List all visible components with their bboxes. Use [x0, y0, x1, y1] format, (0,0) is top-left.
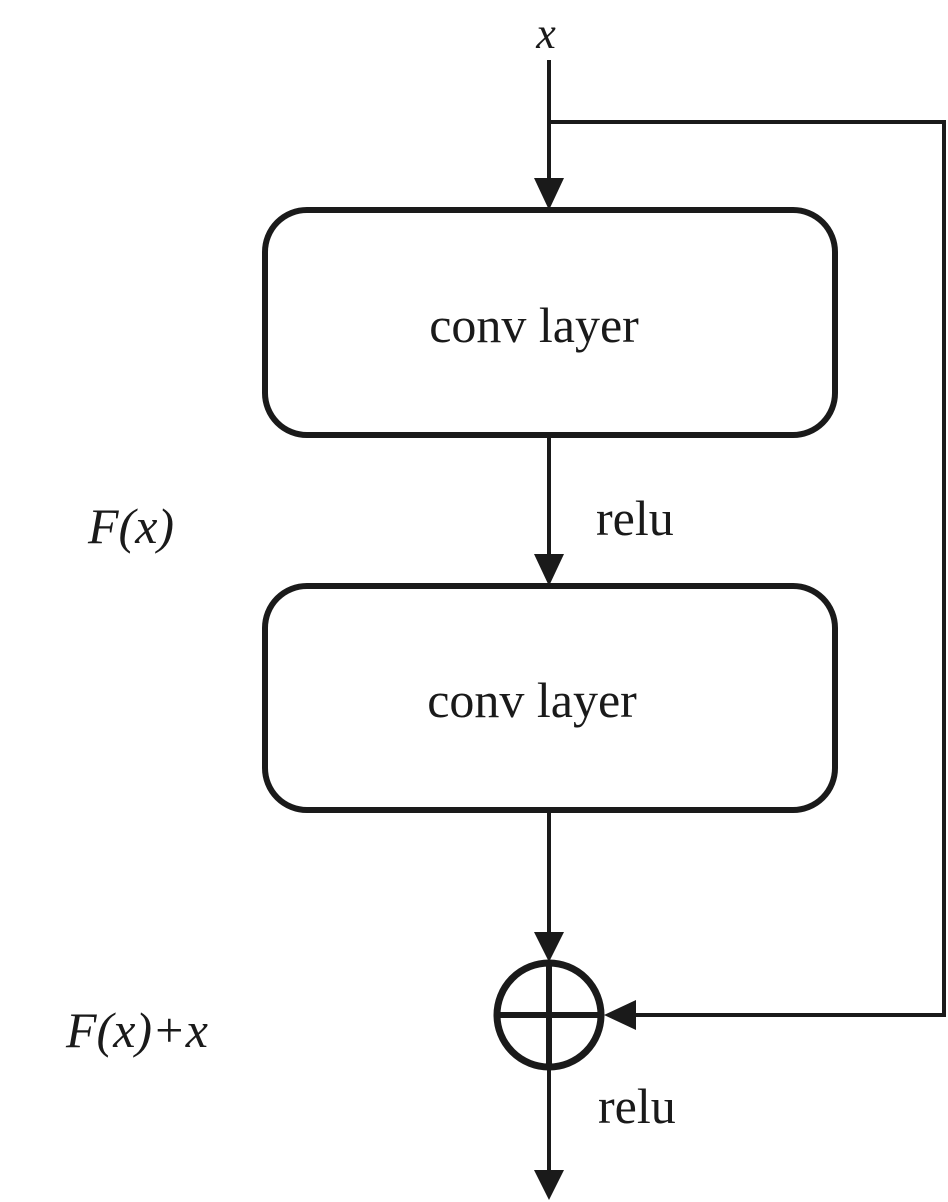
conv-layer-box-1 [262, 207, 838, 438]
input-arrowhead [534, 178, 564, 210]
sum-label: F(x)+x [65, 1002, 208, 1058]
middle-arrowhead [534, 554, 564, 586]
conv-layer-label-1: conv layer [429, 297, 639, 353]
relu-label-2: relu [598, 1078, 676, 1134]
conv-layer-label-2: conv layer [427, 672, 637, 728]
residual-function-label: F(x) [87, 498, 174, 554]
output-arrowhead [534, 1170, 564, 1200]
conv-layer-box-2 [262, 583, 838, 813]
input-label: x [535, 9, 556, 58]
to-sum-arrowhead [534, 932, 564, 962]
sum-node-icon [493, 959, 605, 1071]
skip-connection-arrowhead [604, 1000, 636, 1030]
relu-label-1: relu [596, 490, 674, 546]
skip-connection-line [549, 120, 946, 1017]
